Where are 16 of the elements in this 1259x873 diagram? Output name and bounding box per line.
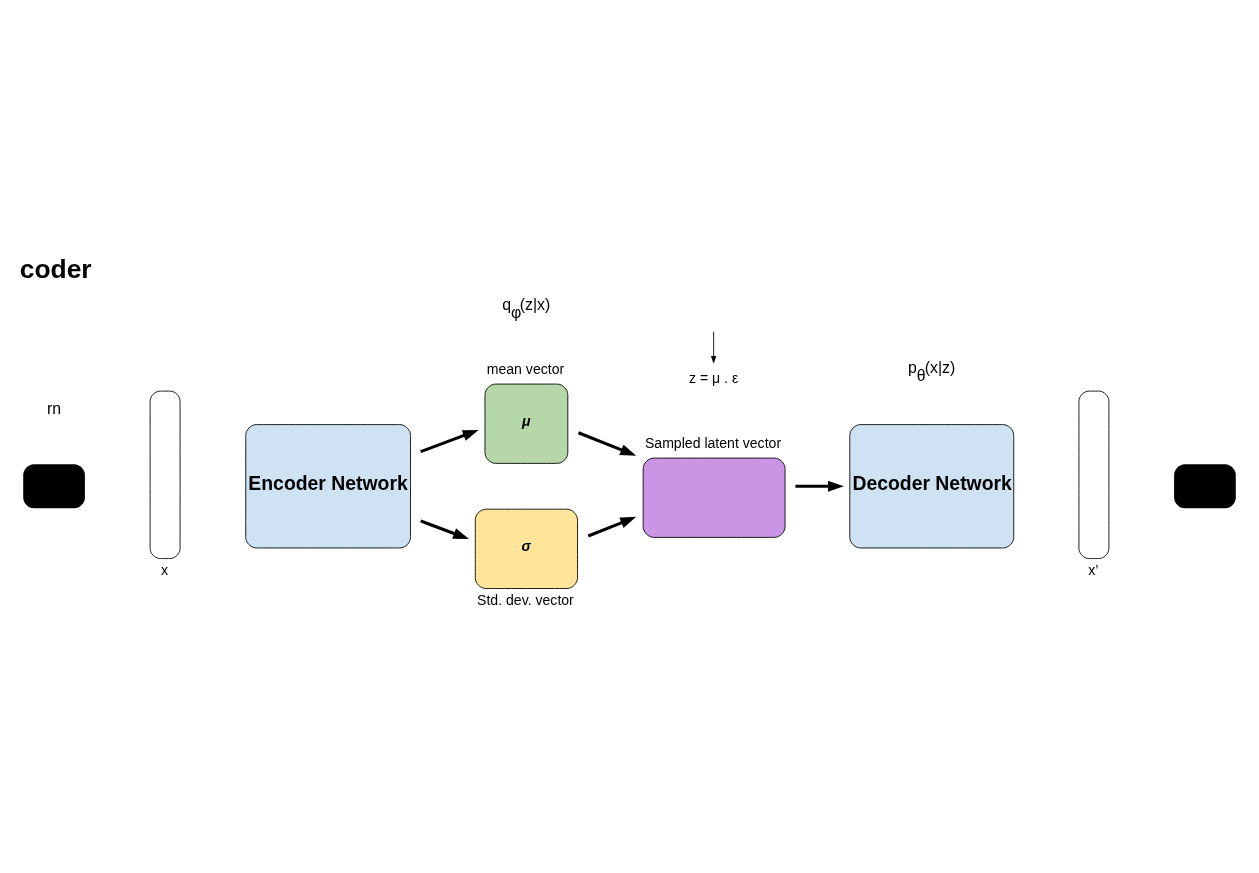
- node-label: x: [161, 562, 169, 579]
- arrow: [577, 431, 637, 456]
- diagram-title: coder: [19, 254, 92, 285]
- node-label: mean vector: [486, 361, 565, 378]
- arrow: [587, 516, 637, 538]
- node-box: [1174, 464, 1236, 509]
- node-label: x’: [1088, 562, 1099, 579]
- arrow: [795, 480, 844, 492]
- arrow: [711, 331, 717, 364]
- node-text: z = μ . ε: [688, 370, 739, 387]
- arrow: [420, 519, 470, 540]
- label: rn: [47, 399, 62, 417]
- node-label: Std. dev. vector: [477, 592, 574, 609]
- node-box: [23, 464, 85, 509]
- arrow: [420, 429, 479, 454]
- node-label: Sampled latent vector: [644, 435, 782, 452]
